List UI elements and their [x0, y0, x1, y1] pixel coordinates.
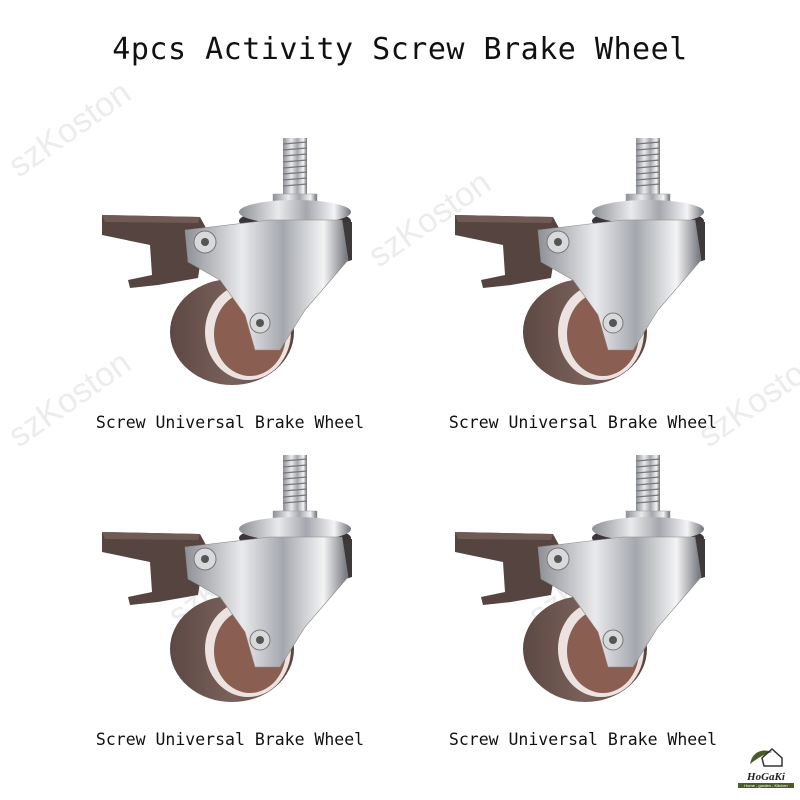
caster-wheel-image	[101, 137, 353, 386]
caster-wheel-image	[454, 454, 706, 703]
product-label: Screw Universal Brake Wheel	[95, 730, 365, 749]
caster-wheel-image	[454, 137, 706, 386]
caster-wheel-image	[101, 454, 353, 703]
logo-name: HoGaKi	[747, 771, 785, 783]
product-label: Screw Universal Brake Wheel	[448, 730, 718, 749]
house-leaf-icon	[750, 747, 783, 767]
product-label: Screw Universal Brake Wheel	[448, 413, 718, 432]
brand-logo: HoGaKi Home - garden - Kitchen	[736, 744, 796, 796]
logo-tagline: Home - garden - Kitchen	[738, 783, 794, 788]
product-label: Screw Universal Brake Wheel	[95, 413, 365, 432]
page-title: 4pcs Activity Screw Brake Wheel	[112, 32, 688, 67]
